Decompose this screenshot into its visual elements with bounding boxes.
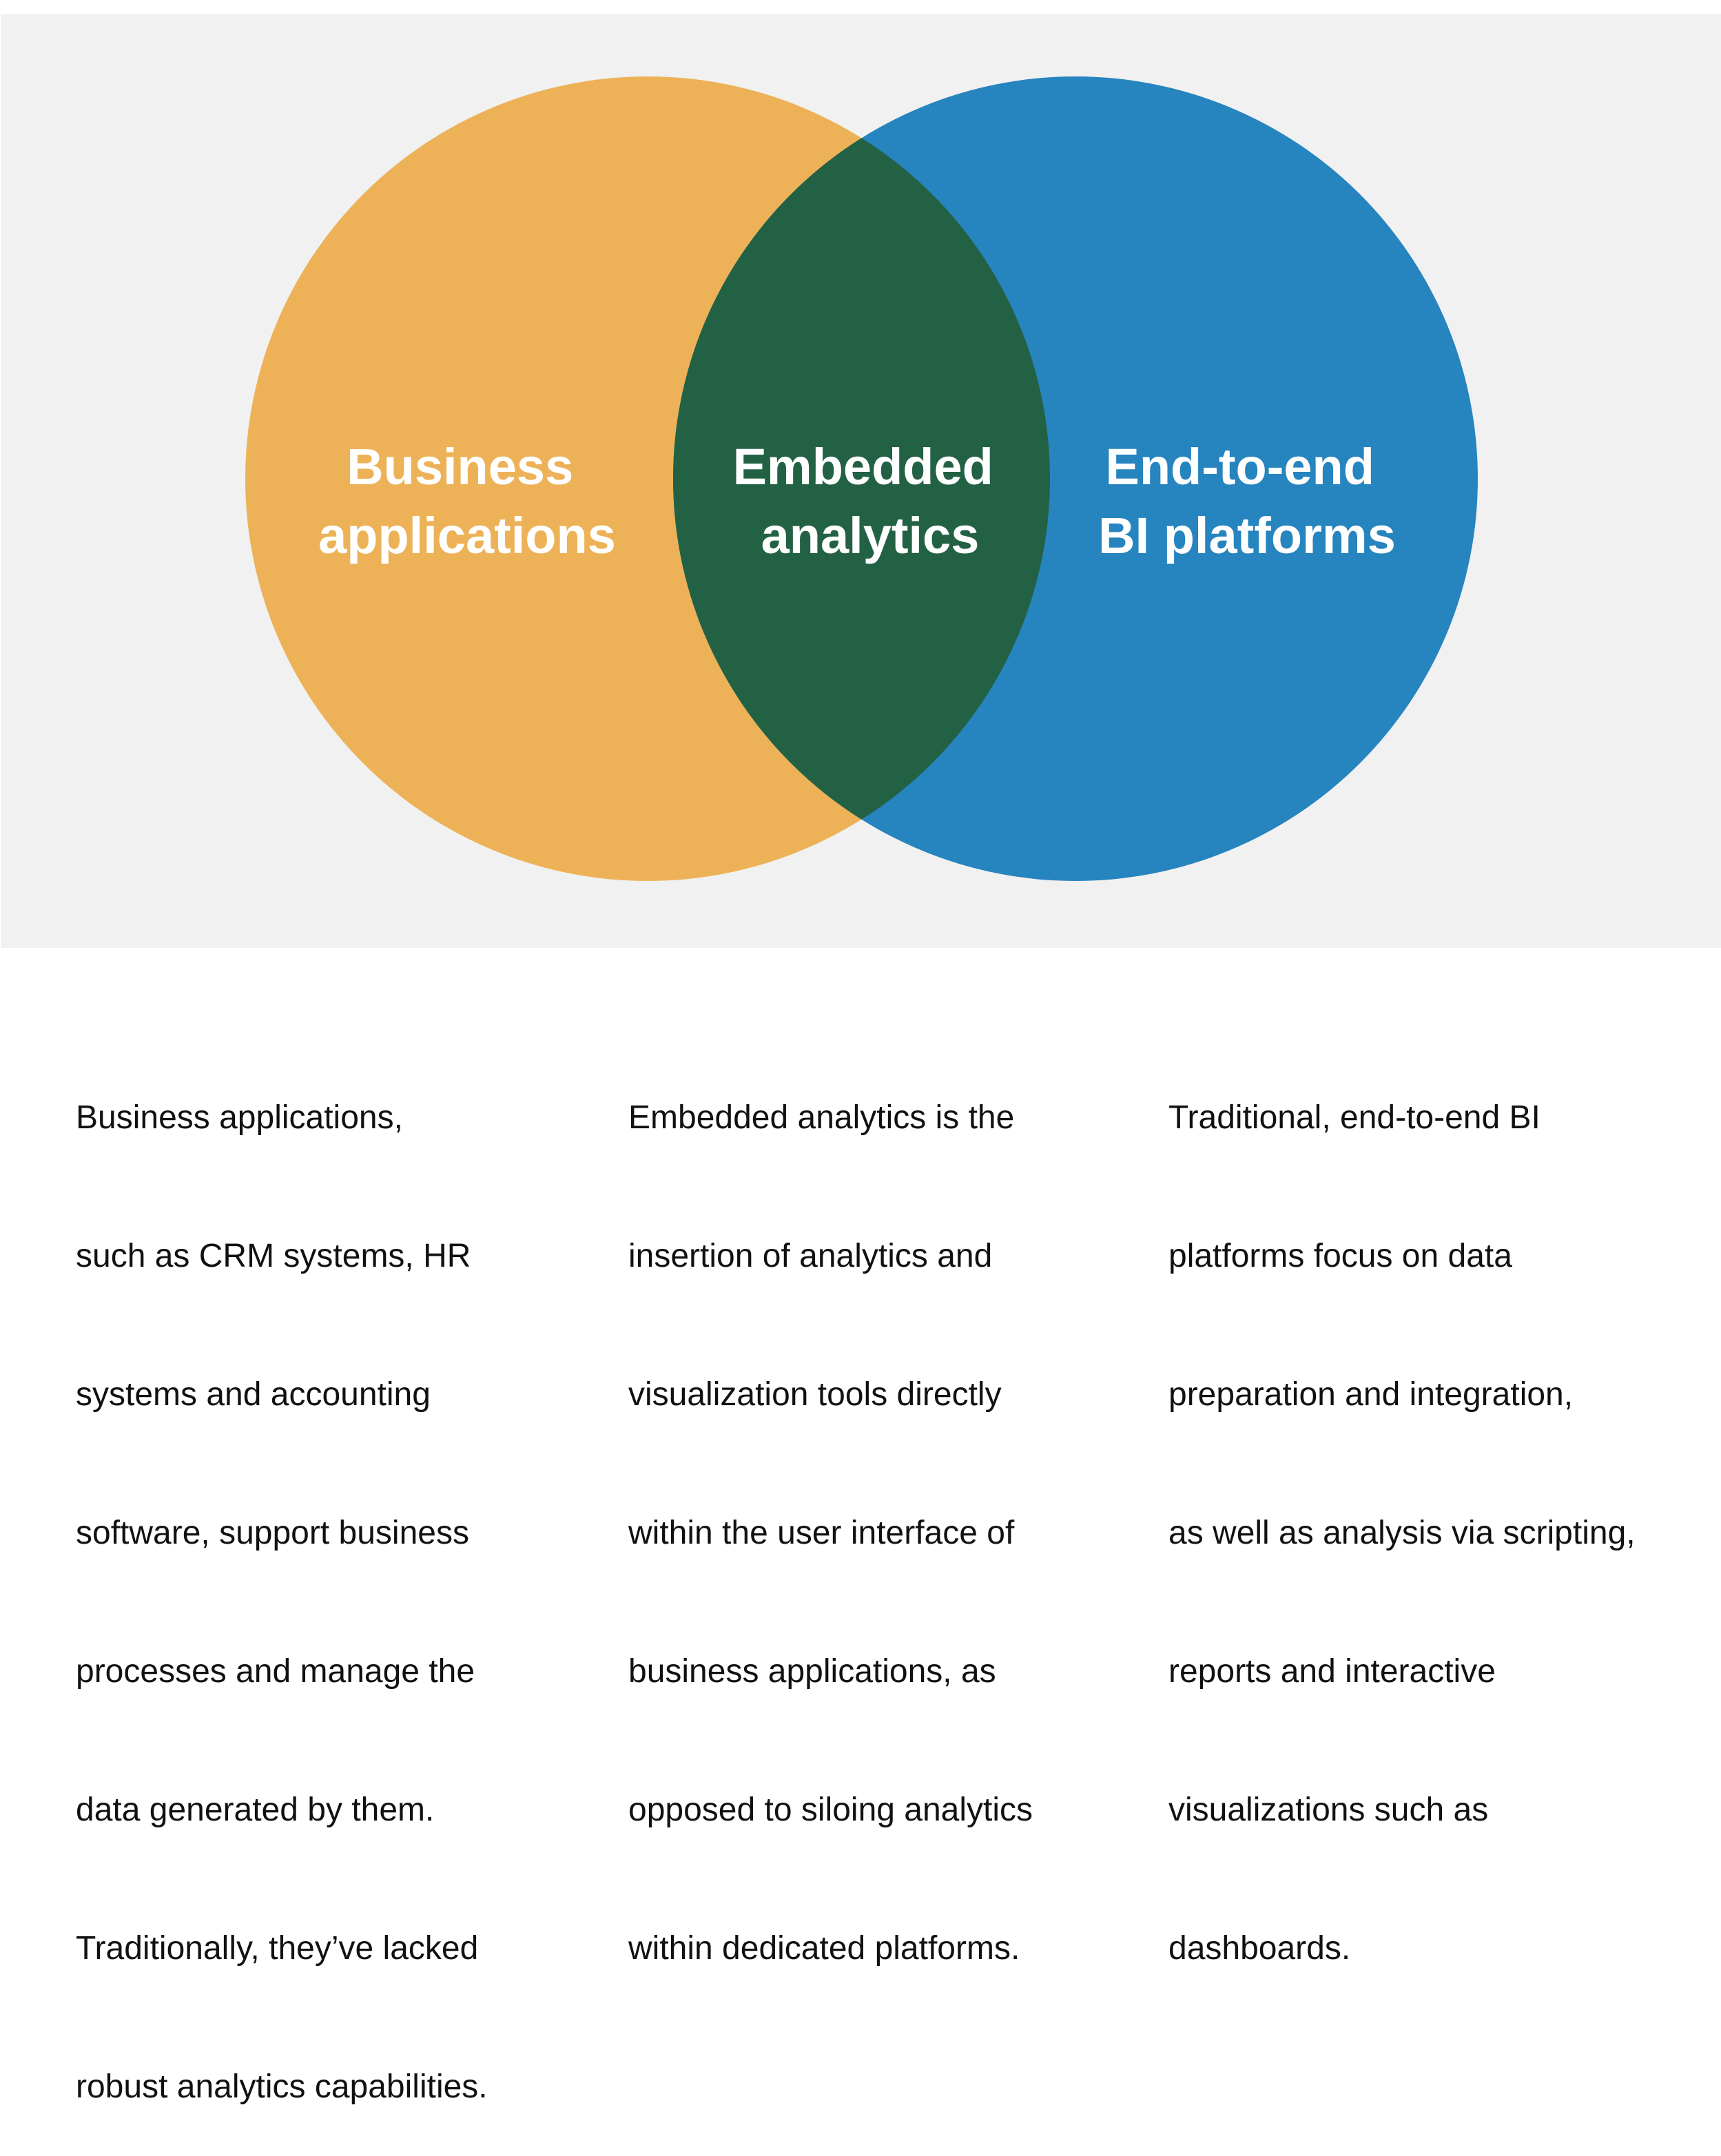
business-applications-description: Business applications, such as CRM syste… [76, 1002, 488, 2156]
business-applications-label: Business applications [318, 438, 616, 564]
embedded-analytics-label-line-1: Embedded [733, 438, 993, 495]
description-line: data generated by them. [76, 1792, 435, 1828]
bi-platforms-description: Traditional, end-to-end BI platforms foc… [1168, 1002, 1636, 2018]
embedded-analytics-label: Embedded analytics [733, 438, 1008, 564]
description-line: systems and accounting [76, 1376, 431, 1413]
embedded-analytics-label-line-2: analytics [761, 507, 980, 564]
description-line: reports and interactive [1168, 1653, 1496, 1690]
description-line: within the user interface of [628, 1515, 1015, 1551]
description-line: processes and manage the [76, 1653, 475, 1690]
bi-platforms-label-line-2: BI platforms [1098, 507, 1396, 564]
description-line: business applications, as [628, 1653, 996, 1690]
business-applications-label-line-1: Business [347, 438, 573, 495]
embedded-analytics-overlap [673, 76, 1050, 881]
description-line: such as CRM systems, HR [76, 1238, 471, 1274]
description-line: visualizations such as [1168, 1792, 1489, 1828]
description-line: Business applications, [76, 1099, 403, 1136]
embedded-analytics-description: Embedded analytics is the insertion of a… [628, 1002, 1033, 2018]
description-line: Traditionally, they’ve lacked [76, 1930, 479, 1967]
description-line: robust analytics capabilities. [76, 2069, 488, 2105]
description-line: insertion of analytics and [628, 1238, 993, 1274]
description-line: preparation and integration, [1168, 1376, 1574, 1413]
description-line: platforms focus on data [1168, 1238, 1512, 1274]
description-line: opposed to siloing analytics [628, 1792, 1033, 1828]
description-line: software, support business [76, 1515, 469, 1551]
venn-diagram: Business applications Embedded analytics… [245, 76, 1478, 881]
description-line: dashboards. [1168, 1930, 1351, 1967]
description-line: as well as analysis via scripting, [1168, 1515, 1636, 1551]
description-line: visualization tools directly [628, 1376, 1002, 1413]
description-line: Traditional, end-to-end BI [1168, 1099, 1540, 1136]
business-applications-label-line-2: applications [318, 507, 616, 564]
description-line: within dedicated platforms. [628, 1930, 1020, 1967]
bi-platforms-label: End-to-end BI platforms [1098, 438, 1396, 564]
description-line: Embedded analytics is the [628, 1099, 1015, 1136]
bi-platforms-label-line-1: End-to-end [1105, 438, 1374, 495]
